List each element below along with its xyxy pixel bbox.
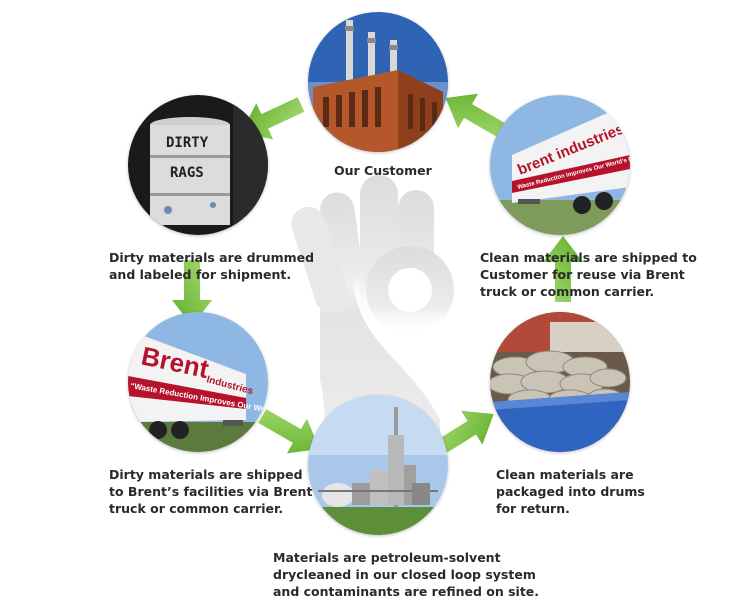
- drycleaned-line3: and contaminants are refined on site.: [273, 584, 540, 599]
- shipped-to-brent-line2: to Brent’s facilities via Brent: [109, 484, 313, 499]
- packaged-materials-image: [490, 312, 630, 452]
- shipped-to-customer-line3: truck or common carrier.: [480, 284, 655, 299]
- green-arrow-icon: [433, 410, 494, 456]
- drycleaned-line1: Materials are petroleum-solvent: [273, 550, 501, 565]
- shipped-to-brent-line1: Dirty materials are shipped: [109, 467, 303, 482]
- shipped-to-brent-line3: truck or common carrier.: [109, 501, 284, 516]
- drycleaned-caption: Materials are petroleum-solvent dryclean…: [273, 549, 539, 600]
- packaged-line3: for return.: [496, 501, 570, 516]
- customer-label: Our Customer: [334, 163, 432, 178]
- green-arrow-icon: [172, 260, 212, 326]
- brent-truck-image-right: brent industries inc Waste Reduction Imp…: [490, 95, 630, 235]
- drummed-caption: Dirty materials are drummed and labeled …: [109, 249, 314, 283]
- shipped-to-brent-caption: Dirty materials are shipped to Brent’s f…: [109, 466, 312, 517]
- packaged-line2: packaged into drums: [496, 484, 645, 499]
- customer-factory-image: [308, 12, 448, 152]
- green-arrow-icon: [543, 236, 583, 302]
- shipped-to-customer-caption: Clean materials are shipped to Customer …: [480, 249, 697, 300]
- drycleaned-line2: drycleaned in our closed loop system: [273, 567, 536, 582]
- drum-text-dirty: DIRTY: [166, 135, 209, 151]
- dirty-rags-drum-image: DIRTY RAGS: [128, 95, 268, 235]
- drummed-caption-line2: and labeled for shipment.: [109, 267, 292, 282]
- drum-text-rags: RAGS: [170, 165, 204, 181]
- green-arrow-icon: [445, 93, 507, 138]
- packaged-caption: Clean materials are packaged into drums …: [496, 466, 645, 517]
- shipped-to-customer-line1: Clean materials are shipped to: [480, 250, 697, 265]
- refinery-image: [308, 395, 448, 535]
- green-arrow-icon: [258, 409, 320, 454]
- shipped-to-customer-line2: Customer for reuse via Brent: [480, 267, 685, 282]
- brent-truck-image-left: Brent Industries “Waste Reduction Improv…: [128, 312, 268, 452]
- drummed-caption-line1: Dirty materials are drummed: [109, 250, 315, 265]
- packaged-line1: Clean materials are: [496, 467, 634, 482]
